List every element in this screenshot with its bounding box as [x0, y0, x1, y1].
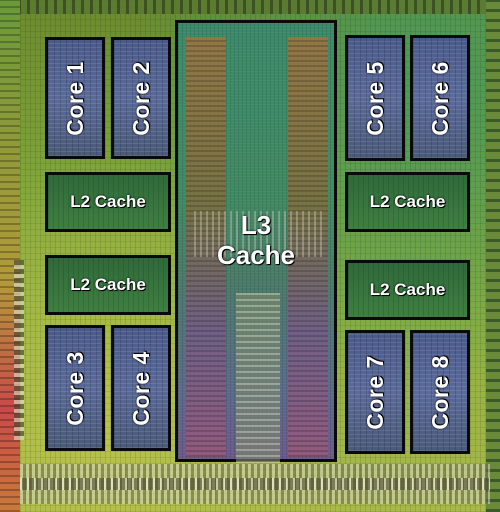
l3-label-line2: Cache: [216, 240, 296, 270]
bottom-io-pads: [20, 478, 490, 490]
core-2-label: Core 2: [127, 60, 154, 136]
l3-control-logic: [236, 293, 280, 463]
l2-cache-top-right: L2 Cache: [345, 172, 470, 232]
l3-cache-block: L3 Cache: [175, 20, 337, 463]
l2-cache-label: L2 Cache: [369, 192, 446, 211]
die-right-edge: [486, 0, 500, 512]
core-1-block: Core 1: [45, 37, 105, 159]
l2-cache-label: L2 Cache: [369, 280, 446, 299]
core-6-block: Core 6: [410, 35, 470, 161]
core-8-block: Core 8: [410, 330, 470, 454]
l3-label-line1: L3: [240, 210, 272, 241]
l2-cache-bottom-right: L2 Cache: [345, 260, 470, 320]
core-3-label: Core 3: [61, 350, 88, 426]
l2-cache-label: L2 Cache: [70, 275, 146, 294]
left-io-pads: [14, 260, 24, 440]
core-5-label: Core 5: [361, 60, 388, 136]
core-2-block: Core 2: [111, 37, 171, 159]
core-3-block: Core 3: [45, 325, 105, 451]
die-top-edge: [0, 0, 500, 14]
l3-cache-label: L3 Cache: [216, 210, 296, 271]
core-7-label: Core 7: [361, 354, 388, 430]
core-7-block: Core 7: [345, 330, 405, 454]
core-4-label: Core 4: [127, 350, 154, 426]
l3-array-left: [186, 37, 226, 457]
core-5-block: Core 5: [345, 35, 405, 161]
core-6-label: Core 6: [426, 60, 453, 136]
l3-crossbar: [194, 211, 322, 257]
l2-cache-bottom-left: L2 Cache: [45, 255, 171, 315]
core-1-label: Core 1: [61, 60, 88, 136]
l3-array-right: [288, 37, 328, 457]
core-8-label: Core 8: [426, 354, 453, 430]
l2-cache-label: L2 Cache: [70, 192, 146, 211]
core-4-block: Core 4: [111, 325, 171, 451]
l2-cache-top-left: L2 Cache: [45, 172, 171, 232]
